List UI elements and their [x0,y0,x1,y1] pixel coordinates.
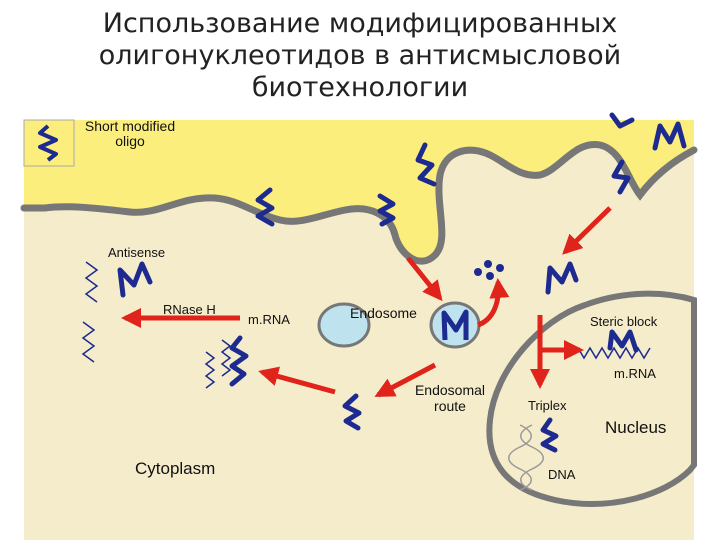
mrna-strand-right [577,346,651,360]
oligo-legend-icon [38,124,58,162]
label-antisense: Antisense [108,245,165,260]
rna-strand-4 [220,339,232,377]
oligo-icon-7 [545,261,579,295]
label-mrna-right: m.RNA [614,366,656,381]
oligo-icon-4 [609,112,635,129]
steric-block-oligo-icon [607,329,639,353]
label-steric-block: Steric block [590,314,658,329]
oligo-icon-3 [415,142,437,187]
label-endosomal: Endosomal [415,382,485,398]
dot-4 [496,264,504,272]
oligo-icon-1 [255,187,275,227]
title-line-3: биотехнологии [251,72,469,103]
dot-2 [484,260,492,268]
nucleus [486,290,697,507]
oligo-icon-8 [229,335,249,387]
arrow-endosome-release [476,278,510,328]
oligo-icon-9 [342,393,362,431]
oligo-icon-5 [611,159,631,195]
oligo-icon-6 [652,121,687,151]
label-cytoplasm: Cytoplasm [135,459,215,478]
label-endosome: Endosome [350,305,417,321]
antisense-oligo-icon [117,261,153,298]
title-line-1: Использование модифицированных [102,8,618,39]
rna-strand-3 [204,351,216,389]
empty-endosome [317,302,371,348]
arrow-to-mrna [258,366,336,395]
dot-3 [486,272,494,280]
oligo-in-endosome-icon [441,309,469,341]
cell-membrane [20,141,698,265]
label-short-modified: Short modified [85,118,175,134]
label-rnase-h: RNase H [163,302,216,317]
dna-helix [508,424,544,491]
label-oligo: oligo [115,133,145,149]
label-nucleus: Nucleus [605,418,666,437]
title-line-2: олигонуклеотидов в антисмысловой [98,40,622,71]
slide-title: Использование модифицированных олигонукл… [0,8,720,104]
label-dna: DNA [548,467,576,482]
dot-1 [474,268,482,276]
arrow-endosomal-route [374,362,437,398]
oligo-icon-2 [377,193,396,227]
rna-strand-2 [81,321,96,363]
label-route: route [434,398,466,414]
triplex-oligo-icon [540,417,559,453]
arrow-membrane-to-cytoplasm [562,206,612,255]
extracellular-region [24,120,694,262]
rna-strand-1 [84,261,99,303]
arrow-into-endosome [406,256,443,302]
label-triplex: Triplex [528,398,567,413]
label-mrna-left: m.RNA [248,312,290,327]
